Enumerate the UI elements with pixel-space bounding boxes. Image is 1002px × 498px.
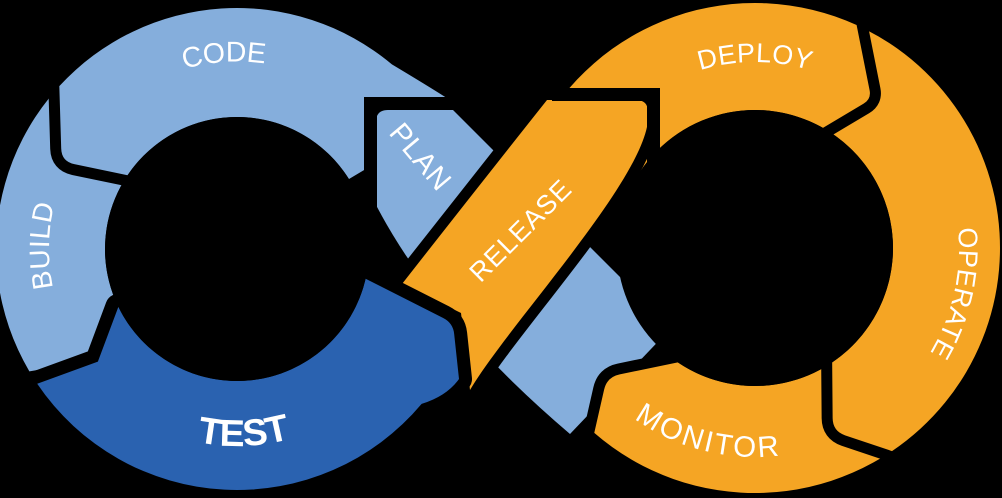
test-label: TEST — [196, 406, 293, 455]
right-loop-hole — [617, 110, 893, 386]
gap-plan-code — [364, 97, 452, 212]
left-loop-hole — [105, 117, 369, 381]
build-label: BUILD — [24, 199, 60, 292]
